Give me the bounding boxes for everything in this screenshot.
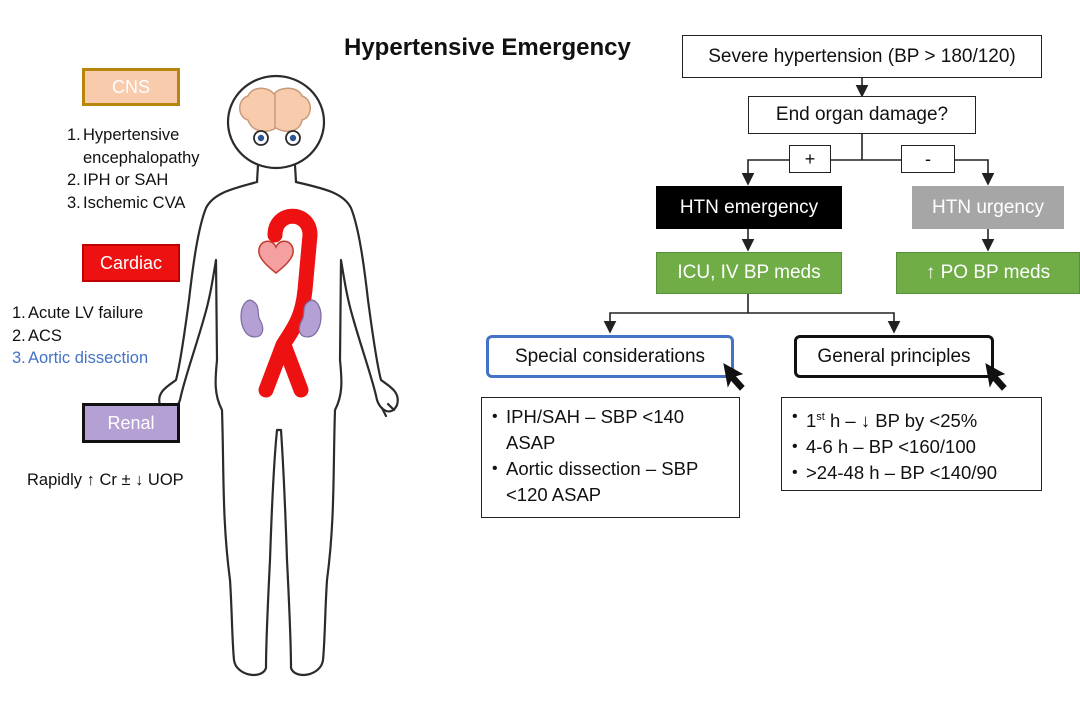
htn-emergency-box: HTN emergency xyxy=(656,186,842,229)
list-item: 3.Aortic dissection xyxy=(12,349,149,367)
kidney-icon xyxy=(240,299,322,338)
aorta-icon xyxy=(258,208,318,398)
severe-hypertension-box: Severe hypertension (BP > 180/120) xyxy=(682,35,1042,78)
list-item: • IPH/SAH – SBP <140 ASAP xyxy=(492,406,685,453)
arrow-to-general xyxy=(748,312,901,334)
list-item: •>24-48 h – BP <140/90 xyxy=(792,462,997,484)
emergency-treatment-box: ICU, IV BP meds xyxy=(656,252,842,294)
urgency-treatment-box: ↑ PO BP meds xyxy=(896,252,1080,294)
cns-label: CNS xyxy=(82,68,180,106)
general-principles-list: •1st h – ↓ BP by <25% •4-6 h – BP <160/1… xyxy=(781,397,1042,491)
eyes-icon xyxy=(253,130,301,146)
list-item: 2.IPH or SAH xyxy=(67,171,169,189)
list-item: 2.ACS xyxy=(12,326,62,345)
minus-label: - xyxy=(901,145,955,173)
heart-icon xyxy=(258,240,294,274)
brain-icon xyxy=(239,87,311,133)
special-considerations-list: • IPH/SAH – SBP <140 ASAP • Aortic disse… xyxy=(481,397,740,518)
plus-label: + xyxy=(789,145,831,173)
list-item: 1.Acute LV failure xyxy=(12,304,144,322)
end-organ-damage-box: End organ damage? xyxy=(748,96,976,134)
list-item: •1st h – ↓ BP by <25% xyxy=(792,408,978,432)
cardiac-complications: 1.Acute LV failure 2.ACS 3.Aortic dissec… xyxy=(12,302,148,370)
page-title: Hypertensive Emergency xyxy=(344,34,631,61)
htn-urgency-box: HTN urgency xyxy=(912,186,1064,229)
list-item: 3.Ischemic CVA xyxy=(67,193,186,212)
list-item: encephalopathy xyxy=(83,148,200,167)
list-item: • Aortic dissection – SBP <120 ASAP xyxy=(492,458,699,505)
list-item: 1.Hypertensive xyxy=(67,126,180,144)
arrow-to-special xyxy=(603,312,748,334)
list-item: •4-6 h – BP <160/100 xyxy=(792,436,976,458)
cns-complications: 1.Hypertensive encephalopathy 2.IPH or S… xyxy=(67,124,200,214)
renal-label: Renal xyxy=(82,403,180,443)
renal-finding: Rapidly ↑ Cr ± ↓ UOP xyxy=(27,471,184,489)
general-principles-box: General principles xyxy=(794,335,994,378)
cardiac-label: Cardiac xyxy=(82,244,180,282)
special-considerations-box: Special considerations xyxy=(486,335,734,378)
